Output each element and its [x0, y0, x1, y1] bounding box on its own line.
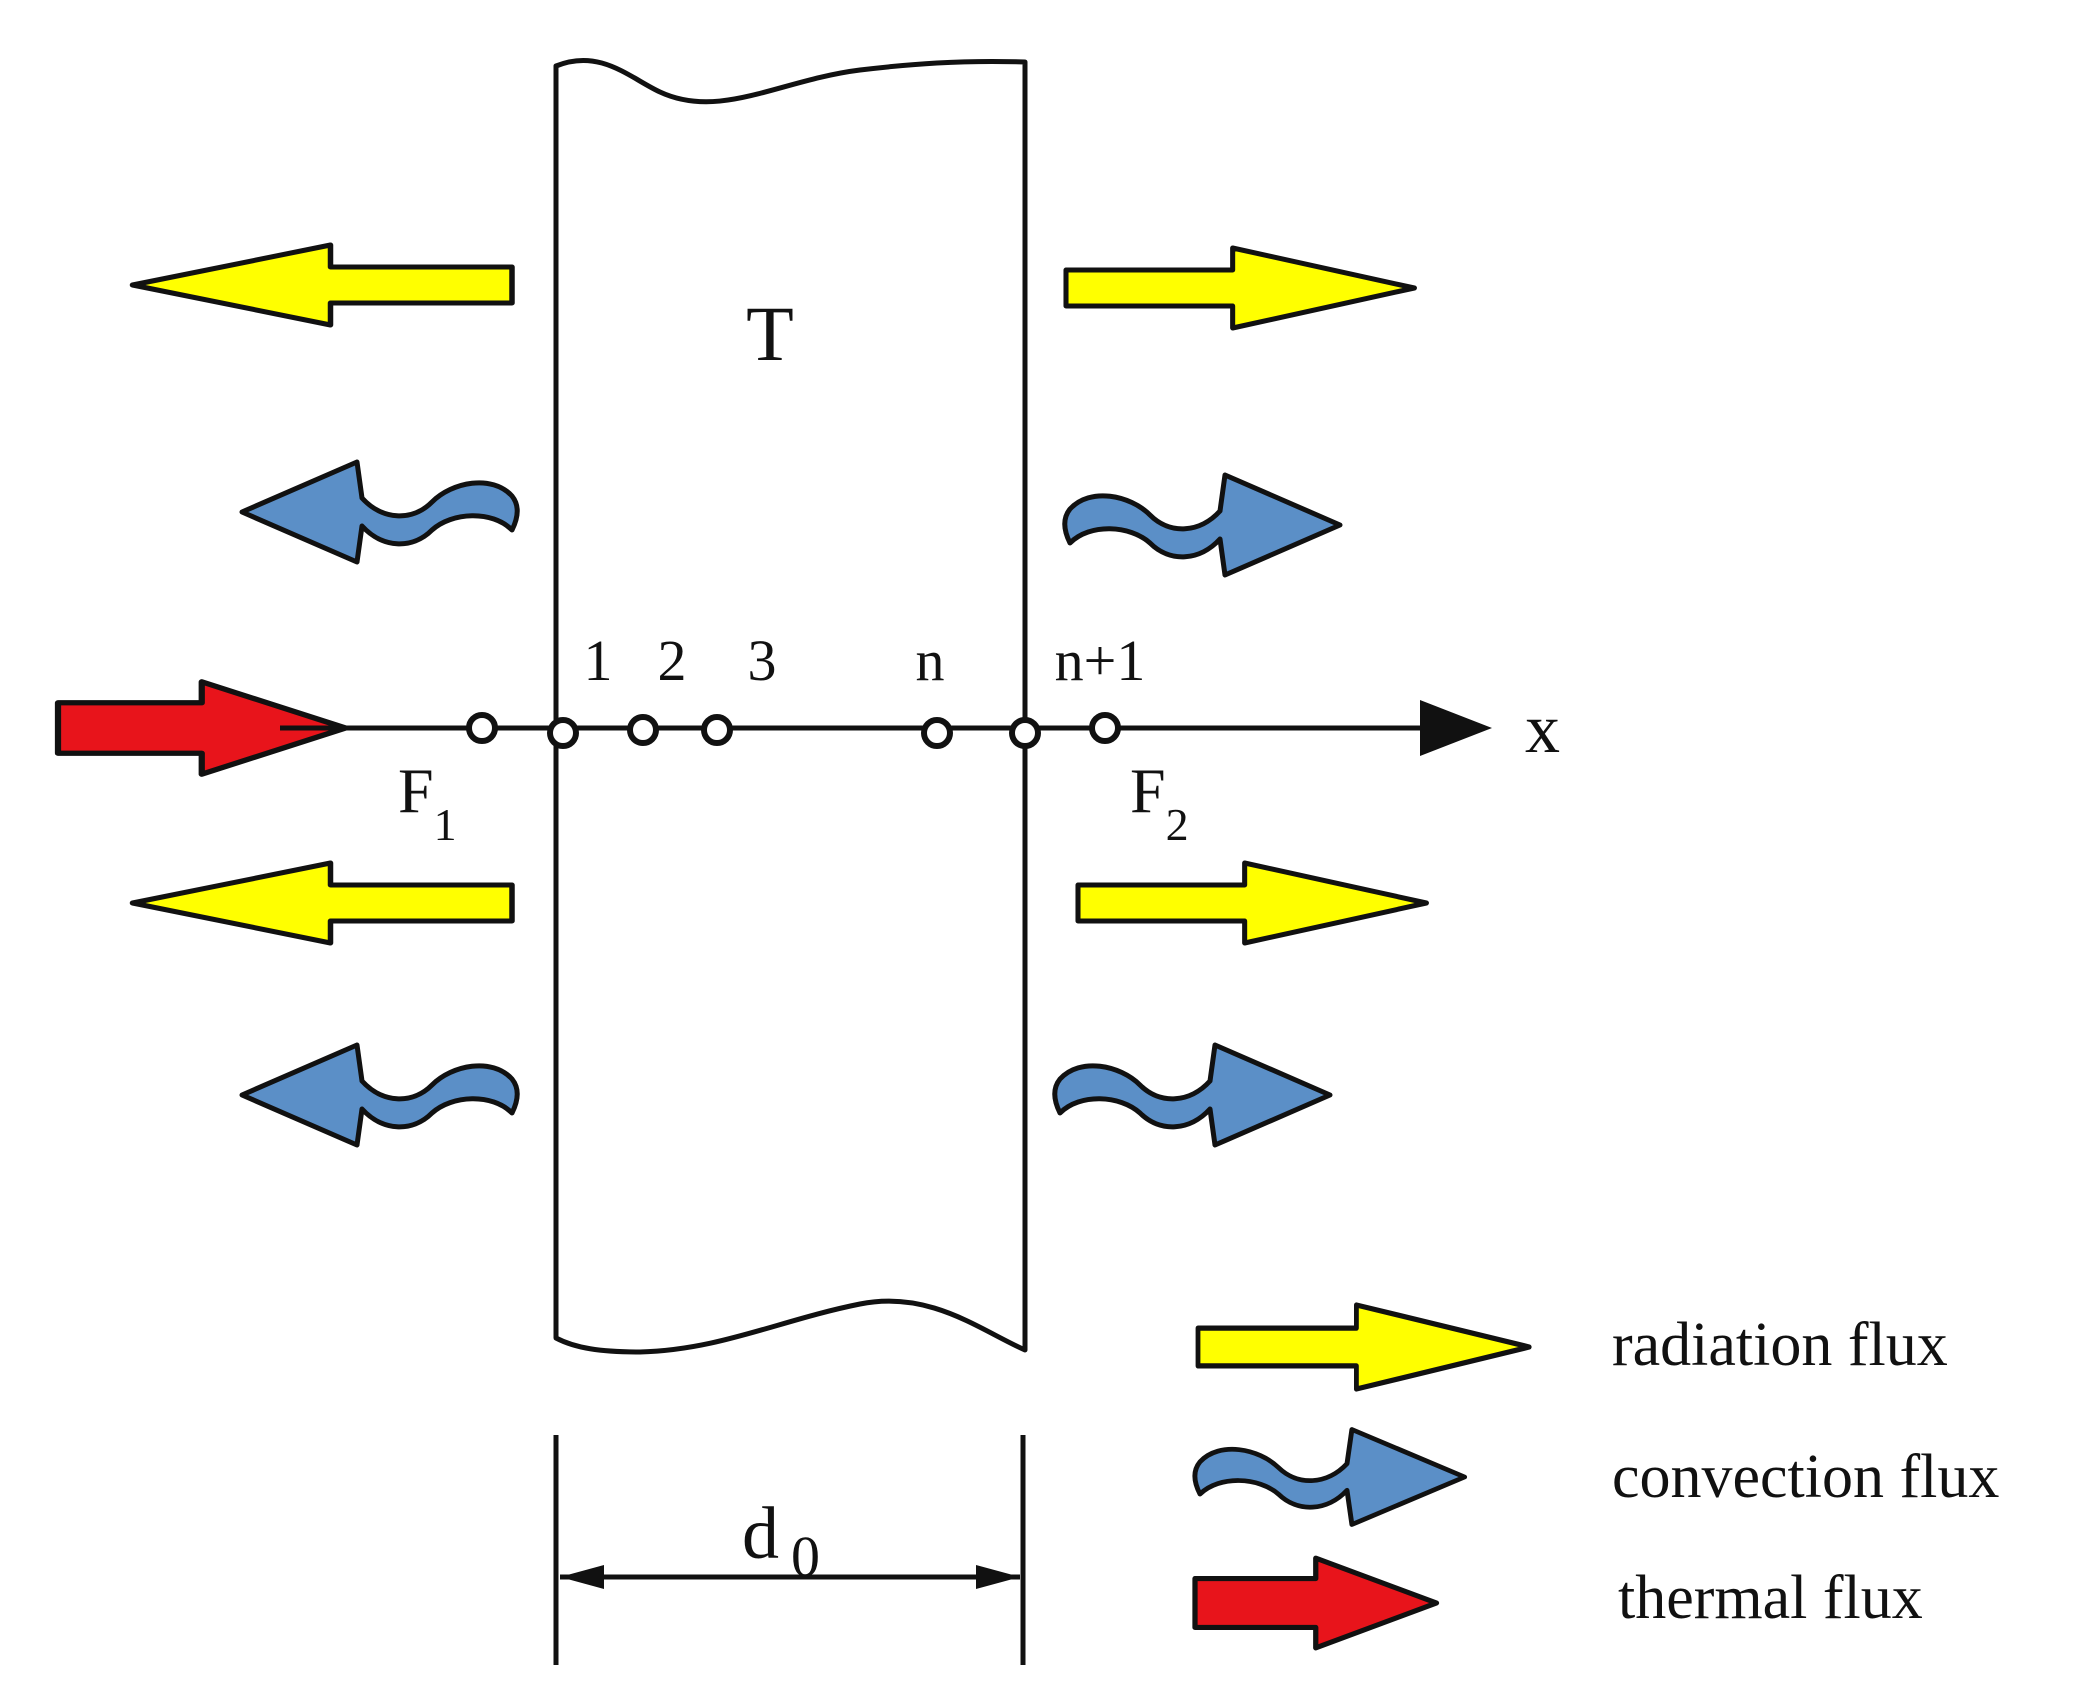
dimension-arrowhead-left [560, 1565, 604, 1589]
radiation-arrow-left-lower [132, 863, 512, 943]
convection-arrow-right-lower [1055, 1045, 1330, 1145]
legend-label-convection: convection flux [1612, 1443, 1999, 1511]
grid-nodes [466, 712, 1121, 749]
right-fluxes [1055, 248, 1427, 1145]
boundary-left-subscript: 1 [434, 799, 457, 850]
legend-label-radiation: radiation flux [1612, 1311, 1948, 1379]
x-axis-arrowhead [1420, 700, 1492, 756]
radiation-arrow-right-upper [1066, 248, 1414, 328]
node-label-1: 1 [584, 628, 613, 693]
thickness-letter: d [742, 1493, 779, 1575]
blue-wavy-arrow-icon [1195, 1430, 1465, 1525]
node-label-n: n [916, 628, 945, 693]
slab-label: T [746, 290, 794, 377]
convection-arrow-left-lower [242, 1045, 517, 1145]
slab-outline [553, 58, 1028, 1355]
dimension-arrowhead-right [976, 1565, 1020, 1589]
node-labels: 1 2 3 n n+1 [584, 628, 1146, 693]
radiation-arrow-right-lower [1078, 863, 1426, 943]
thickness-subscript: 0 [791, 1524, 820, 1589]
ghost-node-right [1089, 712, 1121, 744]
node-label-3: 3 [748, 628, 777, 693]
boundary-label-left: F1 [398, 755, 457, 850]
radiation-arrow-left-upper [132, 245, 512, 325]
node-2 [627, 714, 659, 746]
red-arrow-icon [1195, 1558, 1437, 1648]
node-n-plus-1 [1009, 717, 1041, 749]
x-axis-label: x [1525, 691, 1560, 768]
boundary-labels: F1 F2 [398, 755, 1189, 850]
node-label-2: 2 [658, 628, 687, 693]
slab: T [553, 58, 1028, 1355]
node-1 [547, 717, 579, 749]
ghost-node-left [466, 712, 498, 744]
boundary-label-right: F2 [1130, 755, 1189, 850]
left-fluxes [132, 245, 517, 1145]
node-label-n-plus-1: n+1 [1055, 628, 1146, 693]
convection-arrow-left-upper [242, 462, 517, 562]
legend: radiation flux convection flux thermal f… [1195, 1305, 1999, 1648]
boundary-left-letter: F [398, 755, 434, 826]
node-3 [701, 714, 733, 746]
boundary-right-letter: F [1130, 755, 1166, 826]
legend-label-thermal: thermal flux [1618, 1564, 1923, 1632]
convection-arrow-right-upper [1065, 475, 1340, 575]
boundary-right-subscript: 2 [1166, 799, 1189, 850]
yellow-arrow-icon [1198, 1305, 1529, 1389]
node-n [921, 717, 953, 749]
